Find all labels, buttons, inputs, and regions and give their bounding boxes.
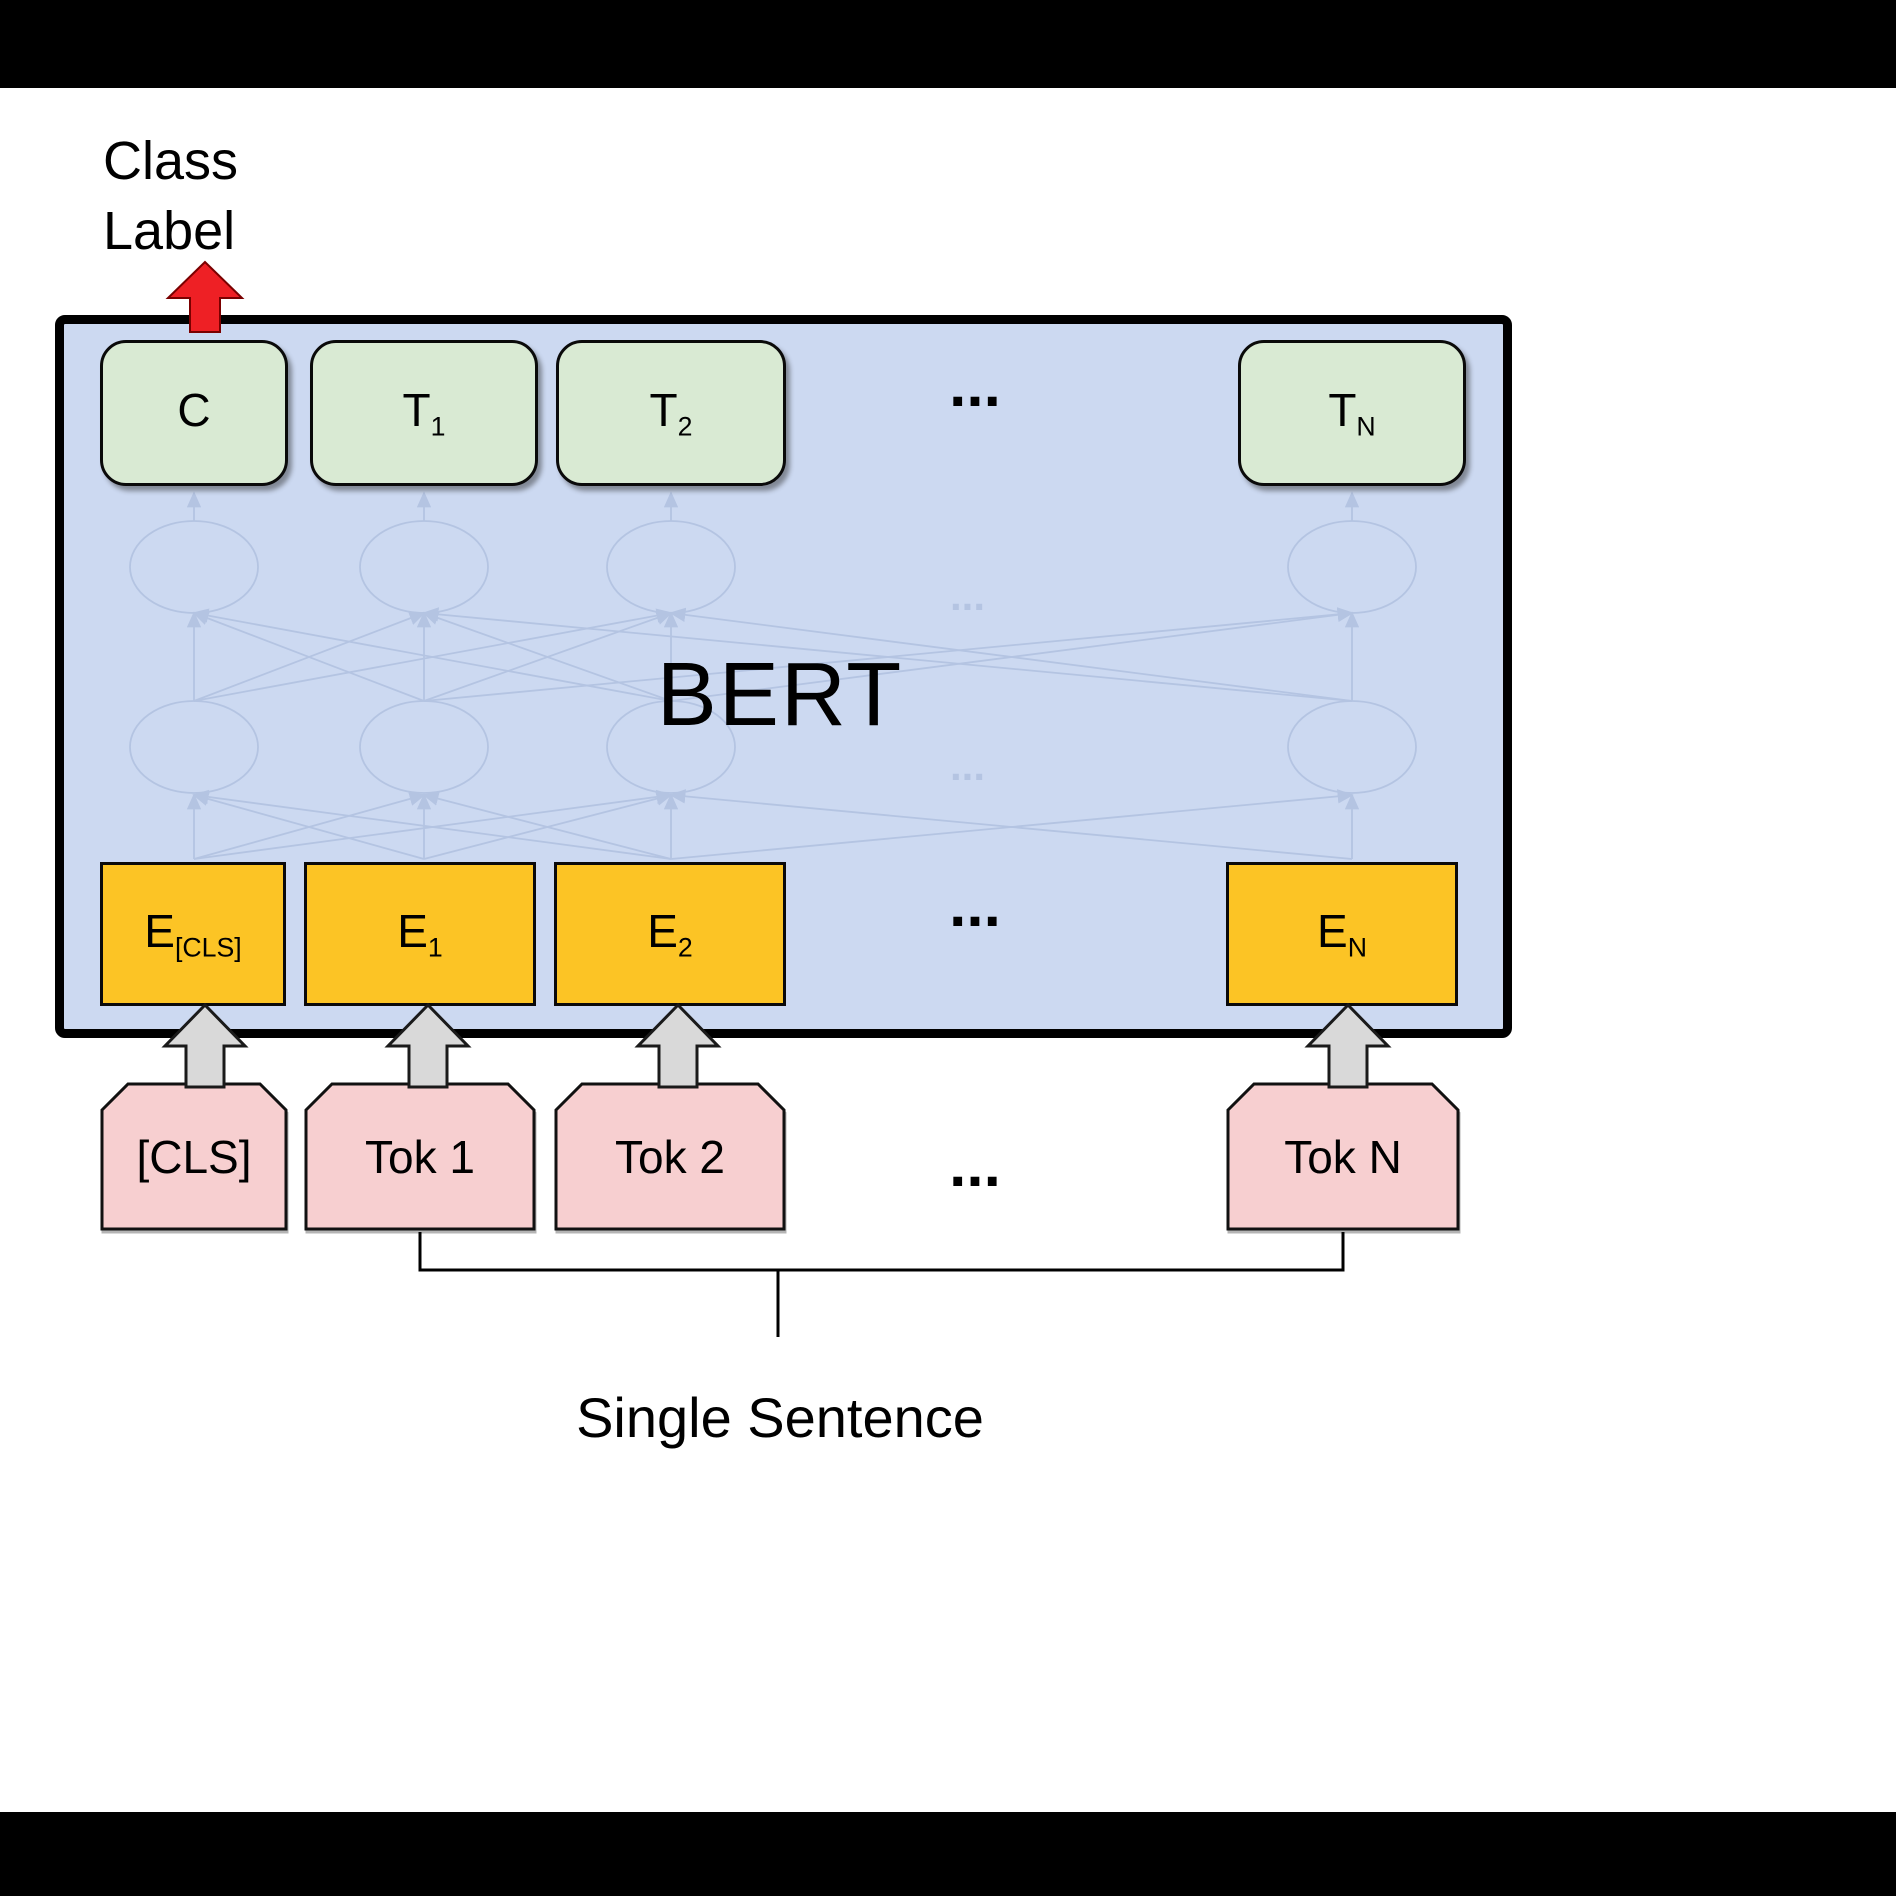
token-shape [1226, 1082, 1460, 1231]
token-shape [554, 1082, 786, 1231]
bert-network-graphic: ... ... [129, 491, 1417, 860]
token-box-cls: [CLS] [100, 1082, 288, 1232]
diagram-canvas: Class Label [0, 88, 1896, 1812]
embedding-box-en: EN [1226, 862, 1458, 1006]
class-label-text: Class Label [103, 126, 238, 266]
output-box-t1: T1 [310, 340, 538, 486]
output-label-t2: T2 [650, 383, 693, 442]
output-box-c: C [100, 340, 288, 486]
network-ellipsis-upper: ... [950, 572, 985, 619]
label-base: C [177, 384, 211, 437]
letterbox-top [0, 0, 1896, 88]
input-arrow-tok2-icon [634, 1002, 722, 1089]
token-label-tokn: Tok N [1284, 1131, 1402, 1183]
class-label-line2: Label [103, 201, 236, 261]
output-box-tn: TN [1238, 340, 1466, 486]
token-label-tok2: Tok 2 [615, 1131, 725, 1183]
label-sub: [CLS] [174, 932, 242, 963]
output-row-ellipsis: ... [949, 351, 1001, 420]
embedding-label-cls: E[CLS] [144, 904, 241, 963]
sentence-bracket [418, 1232, 1345, 1337]
label-sub: 2 [677, 411, 693, 442]
embedding-box-e1: E1 [304, 862, 536, 1006]
token-shape [100, 1082, 288, 1231]
label-base: T [402, 384, 431, 437]
output-label-t1: T1 [403, 383, 446, 442]
token-box-tok1: Tok 1 [304, 1082, 536, 1232]
input-arrow-tok1-icon [384, 1002, 472, 1089]
label-sub: 1 [427, 932, 443, 963]
label-base: E [1317, 905, 1348, 958]
output-box-t2: T2 [556, 340, 786, 486]
label-base: T [1328, 384, 1357, 437]
figure-caption: Single Sentence [576, 1386, 984, 1449]
embedding-label-e2: E2 [647, 904, 693, 963]
class-label-arrow-icon [165, 260, 245, 333]
output-label-c: C [177, 383, 210, 442]
label-sub: 1 [430, 411, 446, 442]
token-label-cls: [CLS] [136, 1131, 252, 1183]
label-base: T [649, 384, 678, 437]
embedding-row-ellipsis: ... [949, 871, 1001, 940]
letterbox-bottom [0, 1812, 1896, 1896]
token-box-tok2: Tok 2 [554, 1082, 786, 1232]
label-sub: 2 [677, 932, 693, 963]
input-arrow-tokn-icon [1304, 1002, 1392, 1089]
label-base: E [397, 905, 428, 958]
label-base: E [144, 905, 175, 958]
bert-title: BERT [656, 645, 904, 745]
embedding-box-cls: E[CLS] [100, 862, 286, 1006]
token-shape [304, 1082, 536, 1231]
output-label-tn: TN [1328, 383, 1375, 442]
embedding-label-en: EN [1317, 904, 1367, 963]
input-arrow-cls-icon [161, 1002, 249, 1089]
embedding-box-e2: E2 [554, 862, 786, 1006]
label-sub: N [1347, 932, 1367, 963]
embedding-label-e1: E1 [397, 904, 443, 963]
label-base: E [647, 905, 678, 958]
token-row-ellipsis: ... [949, 1131, 1001, 1200]
class-label-line1: Class [103, 131, 239, 191]
network-ellipsis-lower: ... [950, 742, 985, 789]
token-label-tok1: Tok 1 [365, 1131, 475, 1183]
label-sub: N [1356, 411, 1376, 442]
token-box-tokn: Tok N [1226, 1082, 1460, 1232]
